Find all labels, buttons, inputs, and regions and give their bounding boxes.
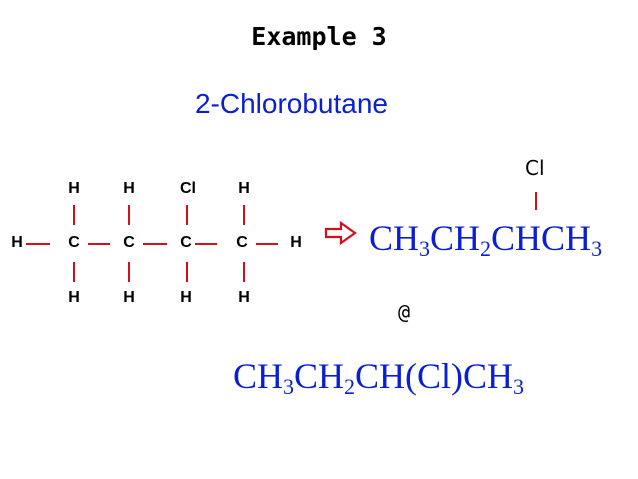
atom-c4: C (236, 234, 248, 251)
separator: @ (398, 300, 411, 324)
condensed-formula-2: CH3CH2CH(Cl)CH3 (233, 356, 525, 399)
substituent-bond (535, 192, 537, 210)
atom-bottom-1: H (68, 289, 80, 306)
atom-top-4: H (238, 180, 250, 197)
bond-c3-c4 (195, 243, 217, 245)
compound-name: 2-Chlorobutane (194, 88, 389, 119)
atom-c3: C (180, 234, 192, 251)
example-title: Example 3 (251, 22, 387, 51)
bond-bottom-2 (128, 262, 130, 282)
atom-mid-h-left: H (11, 234, 23, 251)
atom-top-1: H (68, 180, 80, 197)
atom-mid-h-right: H (290, 234, 302, 251)
bond-c2-c3 (143, 243, 167, 245)
atom-c2: C (123, 234, 135, 251)
bond-c1-c2 (88, 243, 110, 245)
bond-bottom-1 (73, 262, 75, 282)
atom-c1: C (68, 234, 80, 251)
atom-top-2: H (123, 180, 135, 197)
condensed-formula-1: CH3CH2CHCH3 (369, 218, 603, 261)
bond-bottom-3 (186, 262, 188, 282)
atom-bottom-4: H (238, 289, 250, 306)
atom-bottom-2: H (123, 289, 135, 306)
substituent-label: Cl (525, 156, 545, 180)
bond-bottom-4 (243, 262, 245, 282)
bond-h-c1 (26, 243, 50, 245)
bond-top-2 (128, 205, 130, 225)
bond-top-1 (73, 205, 75, 225)
atom-bottom-3: H (180, 289, 192, 306)
hollow-right-arrow-icon (324, 220, 357, 246)
bond-top-4 (243, 205, 245, 225)
bond-top-3 (186, 205, 188, 225)
bond-c4-h (256, 243, 278, 245)
atom-top-3: Cl (180, 180, 196, 197)
